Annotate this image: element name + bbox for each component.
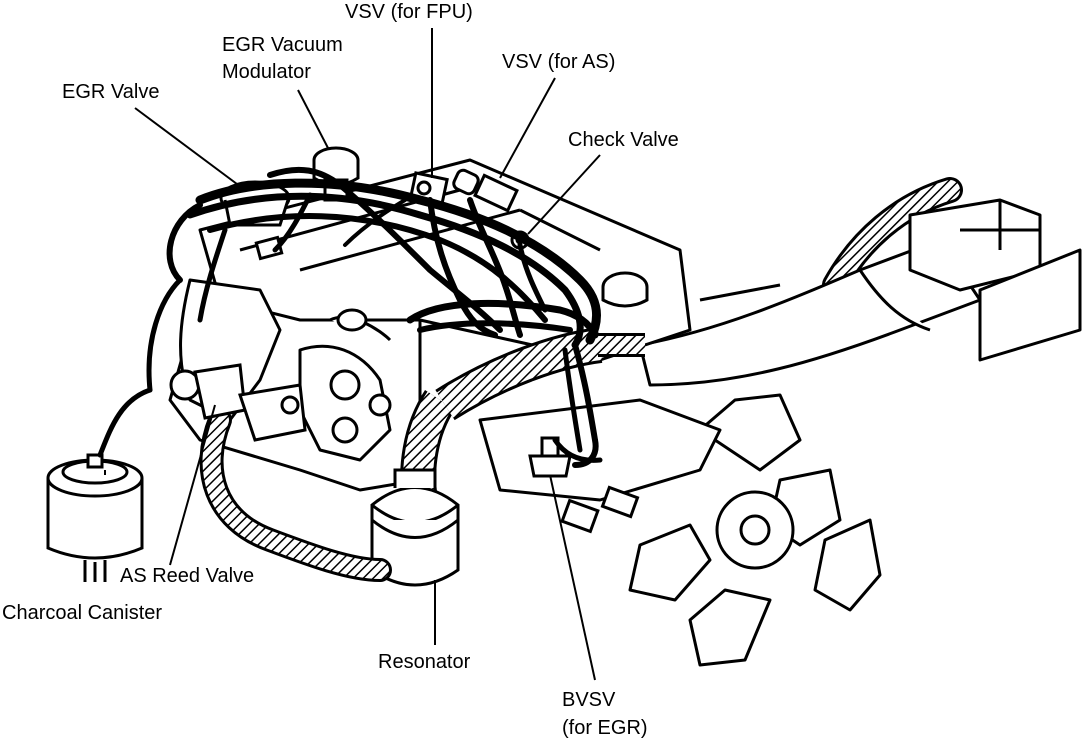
bvsv-part bbox=[528, 436, 640, 534]
radiator-hose-upper bbox=[822, 177, 963, 298]
air-intake-duct bbox=[638, 198, 1082, 387]
as-reed-valve-part bbox=[169, 363, 307, 442]
resonator-body bbox=[370, 327, 645, 587]
vsv-as-part bbox=[452, 168, 519, 213]
charcoal-canister-part bbox=[46, 453, 144, 582]
cooling-fan bbox=[628, 393, 882, 667]
label-egr-vacuum-modulator-line2: Modulator bbox=[222, 61, 311, 83]
label-resonator: Resonator bbox=[378, 651, 471, 673]
label-vsv-as: VSV (for AS) bbox=[502, 51, 616, 73]
label-charcoal-canister: Charcoal Canister bbox=[2, 602, 163, 624]
label-bvsv-line1: BVSV bbox=[562, 689, 616, 711]
oil-filler-cap bbox=[601, 271, 649, 308]
label-bvsv-line2: (for EGR) bbox=[562, 717, 648, 739]
leader-lines bbox=[104, 28, 601, 681]
as-hose bbox=[199, 408, 392, 582]
label-check-valve: Check Valve bbox=[568, 129, 679, 151]
label-egr-vacuum-modulator-line1: EGR Vacuum bbox=[222, 34, 343, 56]
label-vsv-fpu: VSV (for FPU) bbox=[345, 1, 473, 23]
label-as-reed-valve: AS Reed Valve bbox=[120, 565, 255, 587]
vacuum-hose-harness bbox=[97, 166, 603, 468]
label-egr-valve: EGR Valve bbox=[62, 81, 160, 103]
